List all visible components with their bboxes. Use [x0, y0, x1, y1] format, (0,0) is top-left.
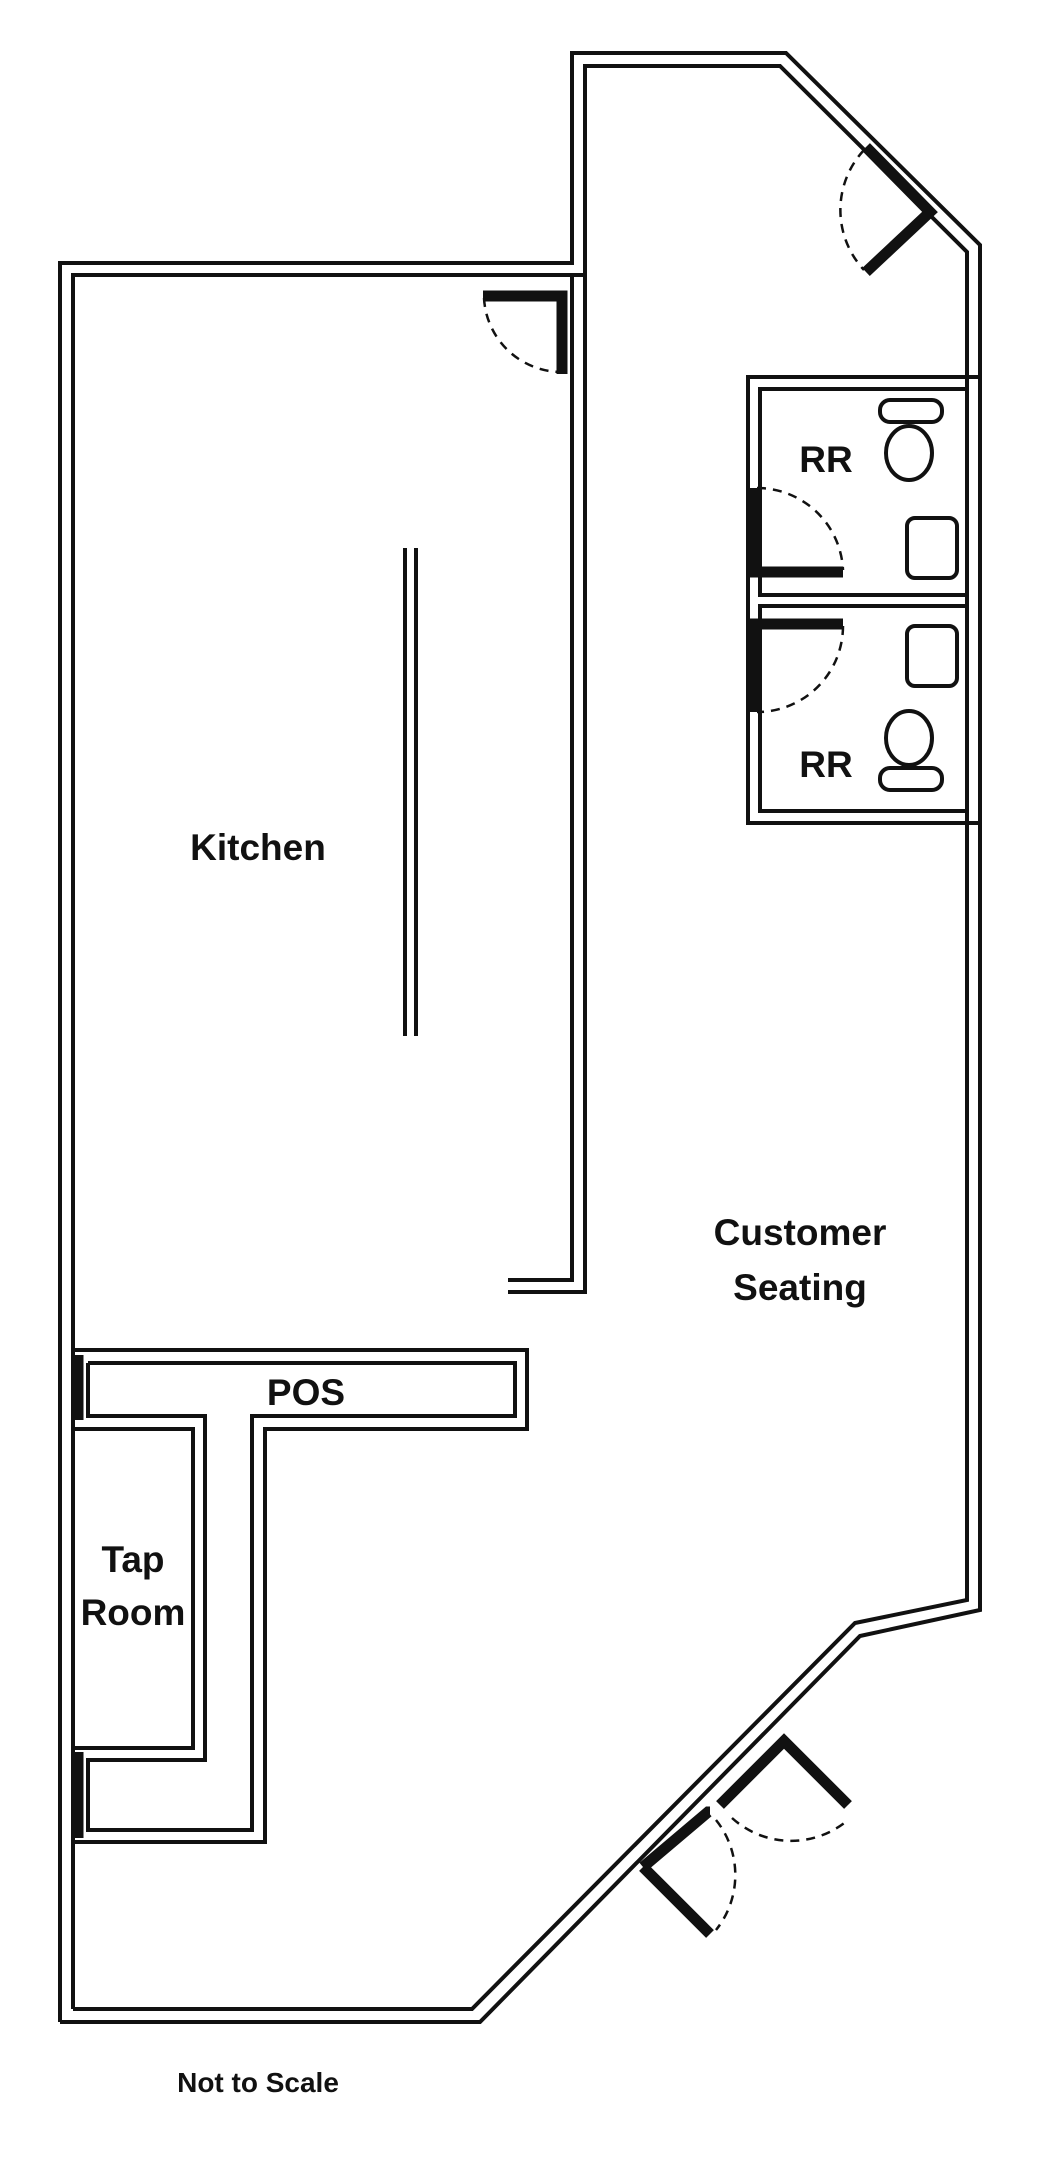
restroom-upper-label: RR: [799, 439, 852, 480]
not-to-scale-note: Not to Scale: [177, 2067, 339, 2098]
pos-counter: [73, 1348, 529, 1844]
restroom-upper-door: [747, 486, 845, 578]
entry-door-southeast: [639, 1733, 852, 1938]
door-swing-icon: [756, 625, 845, 714]
restroom-lower-label: RR: [799, 744, 852, 785]
door-swing-icon: [756, 486, 845, 571]
restroom-lower-door: [747, 618, 845, 714]
pos-label: POS: [267, 1372, 345, 1413]
door-swing-icon: [731, 1817, 849, 1843]
tap-room-label-line1: Tap: [101, 1539, 164, 1580]
toilet-icon: [878, 398, 944, 424]
kitchen-island: [403, 548, 418, 1036]
lower-restroom-fixtures: [878, 624, 959, 792]
toilet-icon: [878, 766, 944, 792]
door-swing-icon: [715, 1819, 737, 1931]
toilet-icon: [884, 709, 934, 767]
restroom-block: [746, 375, 982, 825]
sink-icon: [905, 516, 959, 580]
exterior-wall: [58, 51, 982, 2024]
kitchen-partition-wall: [508, 275, 587, 1294]
customer-seating-label-line2: Seating: [733, 1267, 867, 1308]
upper-restroom-fixtures: [878, 398, 959, 580]
kitchen-label: Kitchen: [190, 827, 326, 868]
door-swing-icon: [482, 297, 561, 374]
kitchen-door: [482, 290, 568, 374]
door-swing-icon: [839, 149, 865, 271]
toilet-icon: [884, 424, 934, 482]
sink-icon: [905, 624, 959, 688]
tap-room-label-line2: Room: [81, 1592, 186, 1633]
entry-door-northeast: [839, 143, 938, 277]
customer-seating-label-line1: Customer: [714, 1212, 887, 1253]
